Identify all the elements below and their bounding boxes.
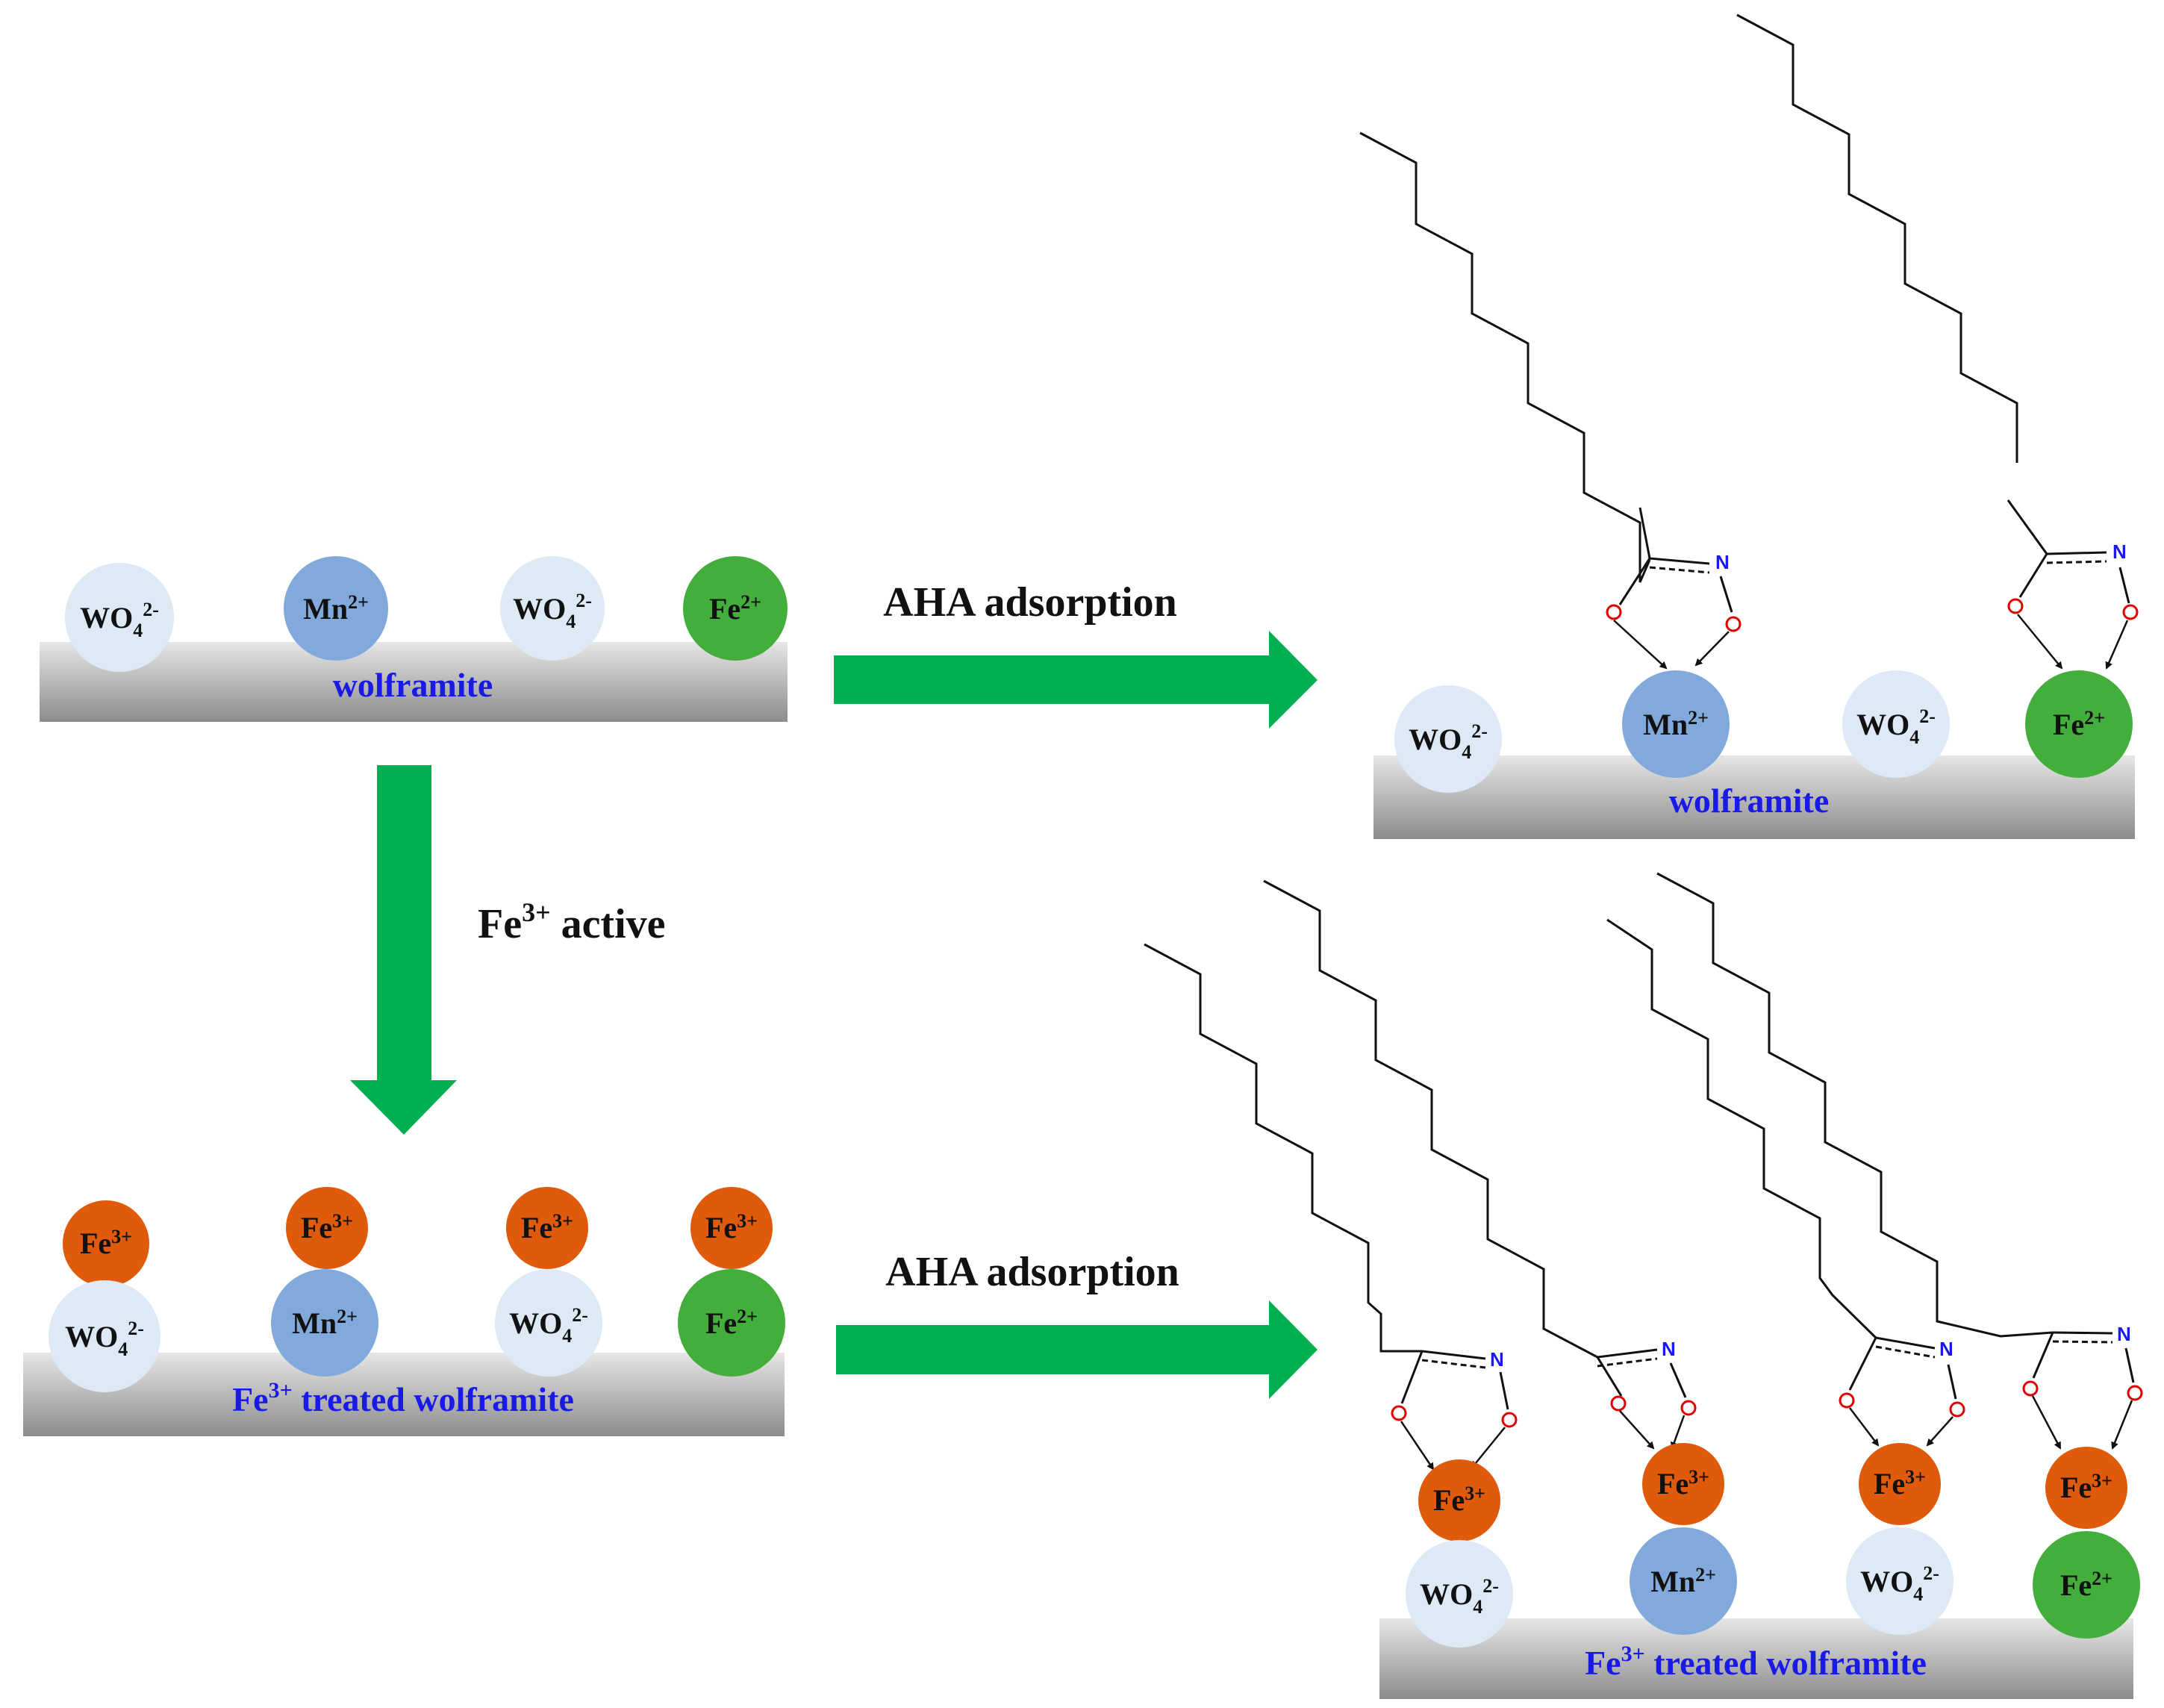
mn-ion: Mn2+ (284, 556, 388, 661)
fe2-ion: Fe2+ (678, 1269, 785, 1377)
svg-text:WO42-: WO42- (509, 1304, 588, 1347)
hydroxamate-group: N (1839, 1336, 1965, 1447)
svg-text:Fe2+: Fe2+ (2053, 707, 2105, 741)
surface-label: wolframite (1669, 782, 1830, 820)
wo4-ion: WO42- (500, 556, 605, 661)
svg-text:N: N (1490, 1348, 1504, 1371)
alkyl-chain (1263, 879, 1598, 1359)
svg-text:Mn2+: Mn2+ (292, 1306, 358, 1340)
wo4-ion: WO42- (1842, 670, 1950, 778)
fe2-ion: Fe2+ (2033, 1531, 2140, 1639)
svg-text:Fe3+: Fe3+ (1874, 1466, 1926, 1500)
mn-ion: Mn2+ (271, 1269, 378, 1377)
svg-text:N: N (1662, 1338, 1676, 1360)
wo4-ion: WO42- (1406, 1540, 1513, 1648)
surface-slab (40, 642, 788, 722)
wo4-ion: WO42- (1394, 685, 1502, 793)
hydroxamate-group: N (1596, 1338, 1697, 1450)
wo4-ion: WO42- (1846, 1527, 1953, 1635)
svg-text:Fe3+: Fe3+ (1433, 1483, 1485, 1517)
svg-text:WO42-: WO42- (80, 599, 159, 641)
svg-text:WO42-: WO42- (65, 1318, 144, 1360)
fe3-ion: Fe3+ (1859, 1443, 1941, 1525)
surface-label: Fe3+ treated wolframite (1585, 1642, 1927, 1682)
arrow-label: AHA adsorption (885, 1249, 1179, 1295)
svg-text:Fe3+: Fe3+ (1657, 1466, 1709, 1500)
mn-ion: Mn2+ (1630, 1527, 1737, 1635)
svg-text:WO42-: WO42- (1409, 720, 1488, 763)
svg-text:Fe2+: Fe2+ (2060, 1568, 2112, 1602)
svg-text:Fe3+: Fe3+ (80, 1226, 132, 1260)
arrow-down: Fe3+ active (350, 765, 666, 1135)
svg-text:Fe2+: Fe2+ (709, 591, 761, 626)
arrow-right-top: AHA adsorption (834, 579, 1318, 729)
svg-text:N: N (2117, 1323, 2131, 1345)
panel-aha-on-wolframite: N N WO42- Mn2+ (1359, 13, 2139, 839)
hydroxamate-group: N (2007, 540, 2139, 670)
hydroxamate-group: N (2022, 1323, 2143, 1450)
fe3-ion: Fe3+ (506, 1187, 588, 1269)
svg-text:Fe3+: Fe3+ (2060, 1470, 2112, 1504)
fe2-ion: Fe2+ (683, 556, 788, 661)
hydroxamate-group: N (1606, 551, 1742, 670)
fe3-ion: Fe3+ (1418, 1459, 1500, 1542)
wo4-ion: WO42- (65, 563, 174, 672)
arrow-label: AHA adsorption (883, 579, 1177, 626)
svg-text:N: N (2112, 540, 2127, 563)
surface-label: wolframite (333, 666, 493, 704)
alkyl-chain (1359, 131, 1651, 583)
mn-ion: Mn2+ (1622, 670, 1730, 778)
fe3-ion: Fe3+ (1642, 1443, 1724, 1525)
svg-text:Fe3+: Fe3+ (705, 1210, 758, 1244)
fe3-ion: Fe3+ (690, 1187, 773, 1269)
panel-wolframite-untreated: WO42- Mn2+ WO42- Fe2+ wolframite (40, 556, 788, 722)
fe2-ion: Fe2+ (2025, 670, 2133, 778)
hydroxamate-group: N (1391, 1348, 1518, 1471)
svg-text:Fe3+ active: Fe3+ active (478, 897, 666, 947)
svg-text:WO42-: WO42- (1860, 1562, 1939, 1605)
alkyl-chain (1736, 13, 2018, 463)
svg-text:Fe3+: Fe3+ (301, 1210, 353, 1244)
svg-text:Mn2+: Mn2+ (1650, 1564, 1716, 1598)
svg-text:Mn2+: Mn2+ (303, 591, 369, 626)
svg-text:WO42-: WO42- (1856, 705, 1936, 748)
surface-slab (1379, 1618, 2133, 1699)
svg-text:WO42-: WO42- (1420, 1575, 1499, 1618)
panel-aha-on-treated-wolframite: N N N (1144, 872, 2143, 1699)
surface-slab (1373, 755, 2135, 839)
arrow-right-bottom: AHA adsorption (836, 1249, 1318, 1399)
fe3-ion: Fe3+ (2045, 1447, 2127, 1529)
svg-text:N: N (1715, 551, 1730, 573)
surface-label: Fe3+ treated wolframite (232, 1378, 574, 1418)
fe3-ion: Fe3+ (63, 1200, 149, 1287)
svg-text:WO42-: WO42- (513, 590, 592, 632)
svg-text:Mn2+: Mn2+ (1643, 707, 1709, 741)
alkyl-chain (1606, 918, 1877, 1339)
chain-link (2006, 499, 2048, 555)
chain-link (1638, 507, 1651, 559)
svg-text:N: N (1939, 1338, 1953, 1360)
svg-text:Fe3+: Fe3+ (521, 1210, 573, 1244)
wo4-ion: WO42- (495, 1269, 602, 1377)
panel-wolframite-treated: Fe3+ Fe3+ Fe3+ Fe3+ WO42- Mn2+ WO42- F (23, 1187, 785, 1436)
svg-text:Fe2+: Fe2+ (705, 1306, 758, 1340)
alkyl-chain (1656, 872, 2054, 1338)
alkyl-chain (1144, 943, 1422, 1353)
wo4-ion: WO42- (49, 1280, 160, 1392)
fe3-ion: Fe3+ (286, 1187, 368, 1269)
